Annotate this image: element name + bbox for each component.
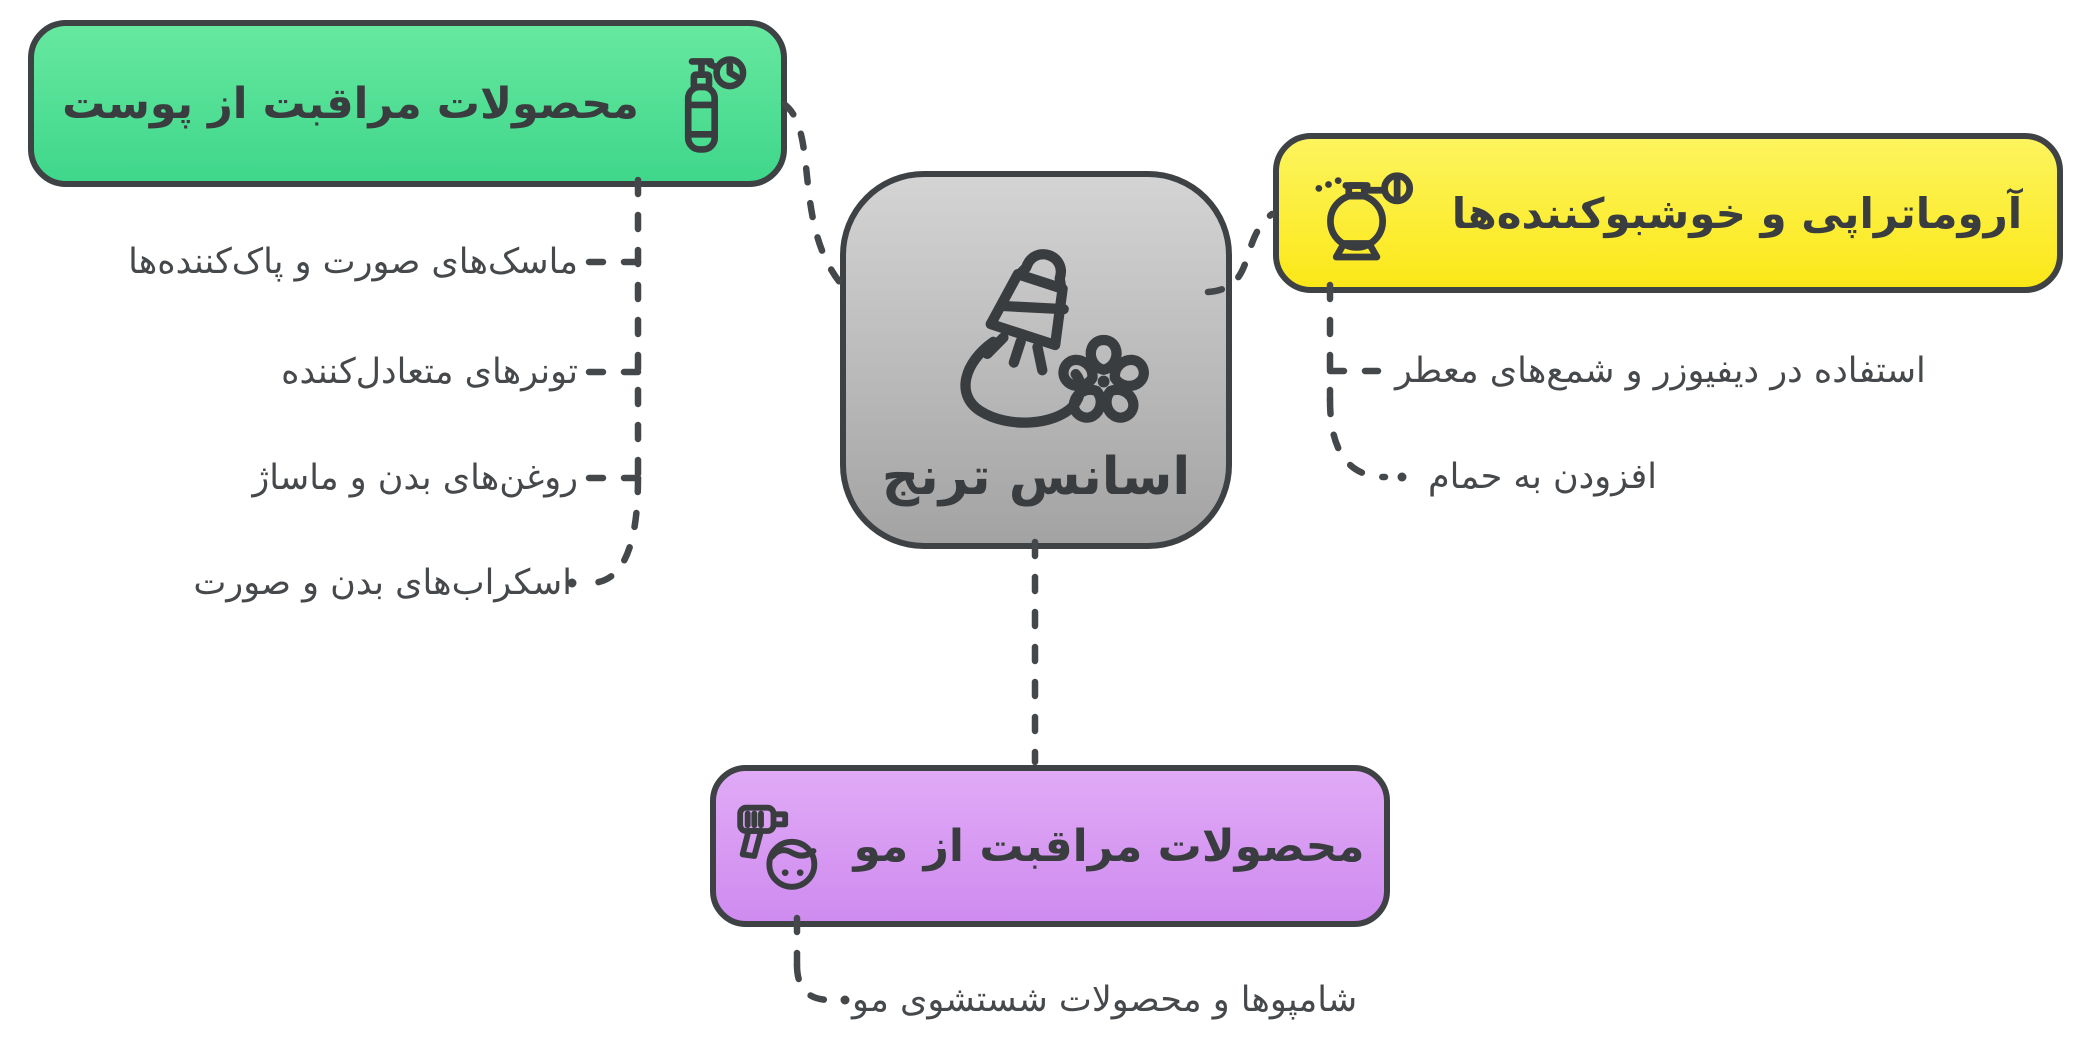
aromatherapy-node-label: آروماتراپی و خوشبوکننده‌ها [1451, 188, 2023, 238]
lotion-bottle-clock-icon [665, 52, 753, 156]
connector-endpoint-dot [1397, 472, 1407, 482]
hair-care-node-label: محصولات مراقبت از مو [853, 820, 1365, 872]
aromatherapy-item-2: افزودن به حمام [1428, 457, 1657, 497]
connector-endpoint-dot [840, 995, 850, 1005]
flower-glyph [1058, 334, 1149, 423]
node-hair-care: محصولات مراقبت از مو [710, 765, 1390, 927]
skin-care-item-1: ماسک‌های صورت و پاک‌کننده‌ها [128, 242, 578, 282]
hair-care-item-1: شامپوها و محصولات شستشوی مو [852, 980, 1358, 1020]
node-skin-care: محصولات مراقبت از پوست [28, 20, 787, 187]
essence-bottle-flower-icon [911, 227, 1161, 439]
node-aromatherapy: آروماتراپی و خوشبوکننده‌ها [1273, 133, 2063, 293]
skin-care-item-3: روغن‌های بدن و ماساژ [252, 458, 578, 498]
skin-care-item-2: تونرهای متعادل‌کننده [281, 352, 578, 392]
connector-aroma-item-2 [1326, 396, 1389, 481]
hair-dryer-face-icon [735, 796, 827, 896]
central-node-label: اسانس ترنج [881, 447, 1191, 507]
skin-care-item-4: اسکراب‌های بدن و صورت [193, 563, 572, 603]
perfume-atomizer-icon [1314, 157, 1430, 269]
connector-hair-item-1 [793, 961, 834, 1004]
skin-care-node-label: محصولات مراقبت از پوست [62, 78, 639, 129]
connector-skin-item-4 [586, 474, 642, 587]
aromatherapy-item-1: استفاده در دیفیوزر و شمع‌های معطر [1395, 351, 1926, 391]
node-central-essence: اسانس ترنج [840, 171, 1232, 549]
